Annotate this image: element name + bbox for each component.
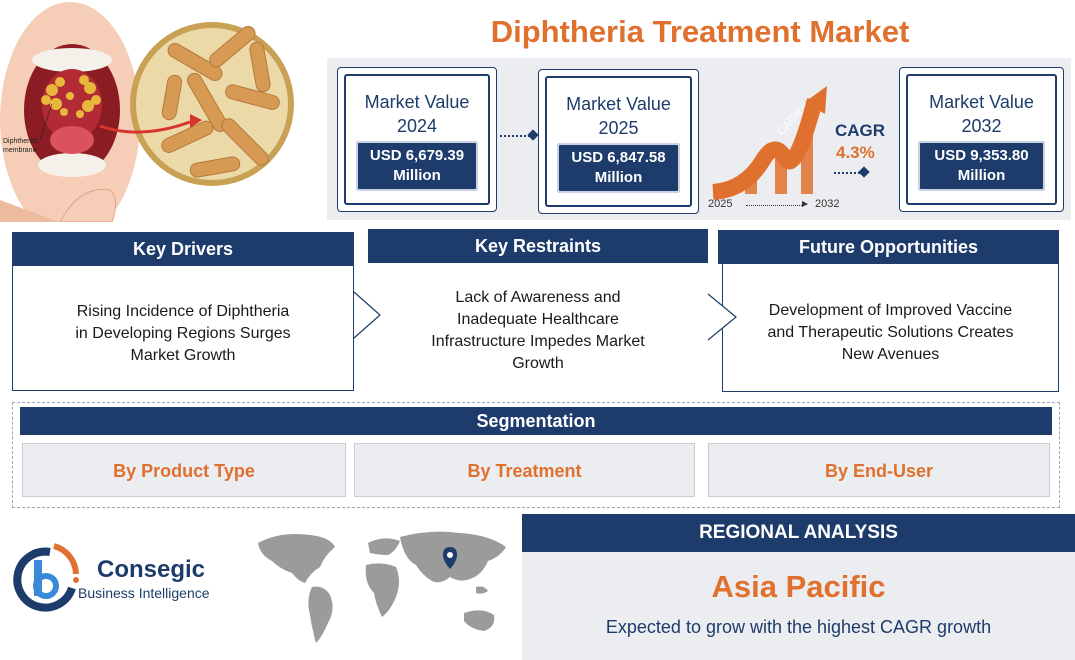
- market-value-amount-number: USD 6,847.58: [571, 149, 666, 166]
- growth-arrow-icon: CAGR: [712, 86, 827, 200]
- cagr-start-year: 2025: [708, 198, 733, 210]
- key-drivers-text: in Developing Regions Surges: [75, 325, 291, 342]
- future-opportunities-text: New Avenues: [841, 346, 940, 363]
- key-restraints-body: Lack of Awareness and Inadequate Healthc…: [368, 262, 708, 390]
- diphtheria-illustration: Diphtheritic membrane: [0, 2, 294, 222]
- cagr-value: 4.3%: [836, 143, 875, 162]
- page-title: Diphtheria Treatment Market: [490, 14, 910, 49]
- location-pin-icon: [443, 547, 457, 569]
- market-value-amount: USD 6,679.39 Million: [356, 141, 478, 191]
- market-value-label: Market Value: [929, 92, 1034, 112]
- logo-icon: [13, 543, 79, 612]
- market-value-card-2025: Market Value 2025 USD 6,847.58 Million: [538, 69, 699, 214]
- market-value-label: Market Value: [364, 92, 470, 112]
- key-restraints-heading: Key Restraints: [368, 229, 708, 263]
- cagr-end-year: 2032: [815, 198, 840, 210]
- axis-arrow-icon: [802, 201, 808, 207]
- market-value-card-2032: Market Value 2032 USD 9,353.80 Million: [899, 67, 1064, 212]
- cagr-title: CAGR: [835, 121, 886, 140]
- regional-analysis-heading: REGIONAL ANALYSIS: [522, 514, 1075, 552]
- key-restraints-text: Growth: [512, 355, 564, 372]
- segment-end-user: By End-User: [708, 443, 1050, 497]
- market-value-year: 2025: [598, 118, 639, 138]
- market-value-year: 2024: [396, 116, 438, 136]
- world-map-icon: [258, 531, 506, 643]
- membrane-label: Diphtheritic: [3, 138, 39, 145]
- bacteria-icon: [161, 26, 280, 178]
- connector-line: [834, 172, 860, 174]
- region-name: Asia Pacific: [711, 569, 886, 604]
- key-drivers-text: Market Growth: [130, 347, 236, 364]
- key-restraints-text: Inadequate Healthcare: [457, 311, 619, 328]
- market-value-amount-unit: Million: [957, 167, 1006, 184]
- key-drivers-heading: Key Drivers: [12, 232, 354, 266]
- market-value-card-2024: Market Value 2024 USD 6,679.39 Million: [337, 67, 497, 212]
- segment-treatment: By Treatment: [354, 443, 695, 497]
- future-opportunities-text: and Therapeutic Solutions Creates: [767, 324, 1014, 341]
- segment-product-type: By Product Type: [22, 443, 346, 497]
- market-value-year: 2032: [961, 116, 1002, 136]
- future-opportunities-heading: Future Opportunities: [718, 230, 1059, 264]
- market-value-amount: USD 6,847.58 Million: [557, 143, 680, 193]
- chevron-right-icon: [707, 293, 737, 341]
- key-restraints-text: Infrastructure Impedes Market: [431, 333, 645, 350]
- segmentation-frame: [12, 402, 1060, 508]
- market-value-amount-number: USD 6,679.39: [369, 147, 465, 164]
- logo-tagline: Business Intelligence: [78, 585, 210, 601]
- logo-name: Consegic: [97, 556, 206, 583]
- regional-panel: [522, 552, 1075, 660]
- market-value-amount: USD 9,353.80 Million: [918, 141, 1045, 191]
- market-value-amount-number: USD 9,353.80: [934, 147, 1029, 164]
- segmentation-heading: Segmentation: [20, 407, 1052, 435]
- key-drivers-text: Rising Incidence of Diphtheria: [76, 303, 290, 320]
- future-opportunities-text: Development of Improved Vaccine: [768, 302, 1013, 319]
- region-description: Expected to grow with the highest CAGR g…: [605, 617, 992, 637]
- market-value-label: Market Value: [566, 94, 671, 114]
- key-restraints-text: Lack of Awareness and: [455, 289, 621, 306]
- market-value-amount-unit: Million: [594, 169, 643, 186]
- connector-line: [500, 135, 530, 137]
- axis-line: [746, 205, 804, 206]
- membrane-label-2: membrane: [3, 147, 37, 154]
- key-drivers-body: Rising Incidence of Diphtheria in Develo…: [12, 265, 354, 391]
- future-opportunities-body: Development of Improved Vaccine and Ther…: [722, 262, 1059, 392]
- market-value-amount-unit: Million: [393, 167, 441, 184]
- chevron-right-icon: [353, 291, 381, 339]
